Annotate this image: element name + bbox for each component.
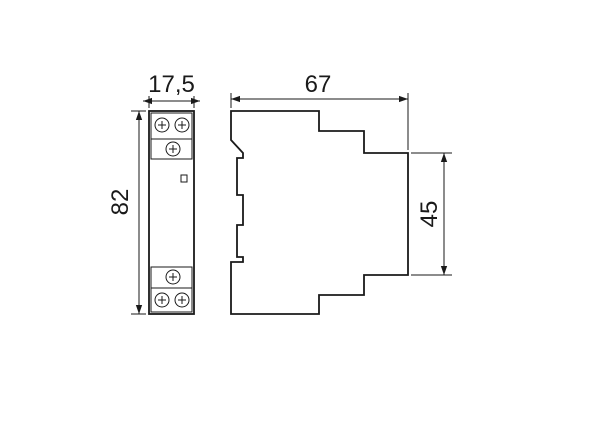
status-indicator-icon xyxy=(180,174,188,183)
front-view xyxy=(148,110,195,315)
side-depth-label: 67 xyxy=(305,71,332,98)
front-view-body xyxy=(148,110,195,315)
screw-icon xyxy=(174,117,190,133)
screw-icon xyxy=(154,117,170,133)
screw-icon xyxy=(174,292,190,308)
screw-icon xyxy=(154,292,170,308)
bottom-terminal-block xyxy=(150,287,193,313)
side-view xyxy=(230,110,409,315)
side-step-height-label: 45 xyxy=(416,201,443,228)
front-width-dimension: 17,5 xyxy=(143,71,200,108)
screw-icon xyxy=(165,269,181,285)
front-width-label: 17,5 xyxy=(148,71,195,98)
top-terminal-block xyxy=(150,112,193,140)
screw-icon xyxy=(165,141,181,157)
front-height-label: 82 xyxy=(107,189,134,216)
upper-single-terminal xyxy=(150,138,193,160)
side-view-outline xyxy=(230,110,409,315)
front-height-dimension: 82 xyxy=(107,110,146,315)
side-step-height-dimension: 45 xyxy=(411,152,452,276)
side-depth-dimension: 67 xyxy=(230,71,409,150)
